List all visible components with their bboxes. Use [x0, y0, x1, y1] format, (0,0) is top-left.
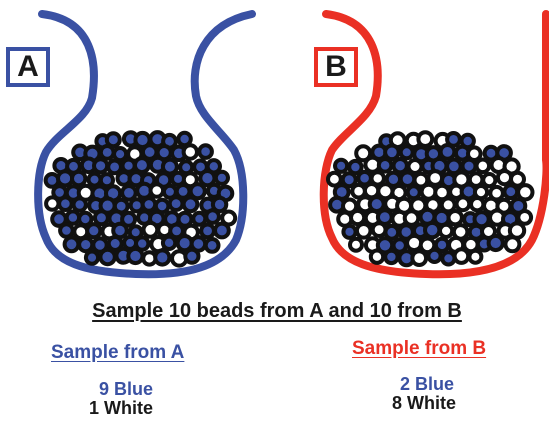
container-a-blue-bead	[185, 250, 198, 263]
container-a-blue-bead	[155, 250, 169, 264]
beads-container-b	[328, 132, 533, 265]
container-b-white-bead	[449, 211, 462, 224]
container-b-white-bead	[469, 251, 481, 263]
container-a-blue-bead	[65, 237, 79, 251]
container-a-blue-bead	[170, 197, 183, 210]
container-b-blue-bead	[463, 160, 476, 173]
container-a-blue-bead	[87, 224, 100, 237]
container-a-blue-bead	[215, 224, 229, 238]
container-a-blue-bead	[206, 210, 219, 223]
instruction-caption: Sample 10 beads from A and 10 from B	[8, 300, 546, 323]
container-a-blue-bead	[60, 224, 73, 237]
container-a-white-bead	[184, 145, 197, 158]
container-b-white-bead	[505, 237, 519, 251]
sample-b-blue-count: 2 Blue	[400, 374, 454, 395]
container-b-white-bead	[373, 223, 386, 236]
container-b-blue-bead	[428, 250, 440, 262]
sample-a-blue-count: 9 Blue	[99, 379, 153, 400]
container-b-blue-bead	[442, 252, 454, 264]
container-a-blue-bead	[206, 239, 219, 252]
container-b-white-bead	[457, 197, 470, 210]
container-a-blue-bead	[123, 160, 135, 172]
container-a-blue-bead	[95, 211, 108, 224]
beads-container-a	[46, 132, 236, 266]
container-b-blue-bead	[441, 145, 455, 159]
container-a-blue-bead	[101, 146, 114, 159]
container-a-white-bead	[151, 184, 164, 197]
container-a-blue-bead	[143, 198, 156, 211]
container-a-blue-bead	[72, 172, 85, 185]
container-b-blue-bead	[385, 251, 397, 263]
container-b-white-bead	[412, 251, 426, 265]
container-a-blue-bead	[79, 238, 92, 251]
container-b-white-bead	[405, 211, 419, 225]
container-b-white-bead	[357, 224, 371, 238]
container-b-white-bead	[428, 171, 442, 185]
container-b-blue-bead	[401, 172, 415, 186]
container-b-white-bead	[350, 239, 362, 251]
container-b-white-bead	[518, 211, 531, 224]
container-a-blue-bead	[135, 158, 149, 172]
container-b-white-bead	[351, 211, 364, 224]
container-a-label: A	[6, 47, 50, 87]
container-a-blue-bead	[86, 252, 98, 264]
container-b-blue-bead	[489, 236, 503, 250]
container-b-white-bead	[455, 249, 469, 263]
container-b-white-bead	[471, 198, 483, 210]
container-b-blue-bead	[335, 160, 347, 172]
container-a-blue-bead	[216, 172, 228, 184]
container-b-white-bead	[440, 225, 452, 237]
container-a-blue-bead	[89, 174, 101, 186]
container-b-blue-bead	[394, 159, 407, 172]
container-a-blue-bead	[193, 213, 205, 225]
sample-b-title: Sample from B	[352, 338, 486, 360]
container-a-blue-bead	[59, 197, 72, 210]
sample-b-white-count: 8 White	[392, 393, 456, 414]
container-a-blue-bead	[178, 133, 190, 145]
container-b-white-bead	[371, 251, 383, 263]
container-a-blue-bead	[122, 186, 136, 200]
container-b-white-bead	[418, 132, 432, 146]
container-a-blue-bead	[94, 159, 107, 172]
container-a-blue-bead	[201, 225, 214, 238]
container-a-blue-bead	[128, 249, 142, 263]
container-a-blue-bead	[163, 237, 175, 249]
container-a-white-bead	[46, 197, 58, 209]
container-b-white-bead	[477, 160, 490, 173]
sample-a-white-count: 1 White	[89, 398, 153, 419]
container-b-white-bead	[498, 171, 511, 184]
container-a-blue-bead	[100, 250, 114, 264]
container-b-blue-bead	[385, 146, 399, 160]
sample-a-title: Sample from A	[51, 342, 184, 364]
container-b-blue-bead	[401, 146, 413, 158]
container-a-white-bead	[144, 223, 158, 237]
container-a-blue-bead	[101, 174, 113, 186]
container-b-blue-bead	[425, 223, 439, 237]
container-a-blue-bead	[74, 198, 86, 210]
container-a-blue-bead	[199, 145, 212, 158]
container-b-blue-bead	[379, 159, 392, 172]
container-b-blue-bead	[504, 185, 517, 198]
container-b-white-bead	[483, 174, 495, 186]
container-b-label: B	[314, 47, 358, 87]
container-a-blue-bead	[184, 197, 198, 211]
container-a-blue-bead	[108, 161, 121, 174]
container-b-blue-bead	[343, 226, 355, 238]
container-a-blue-bead	[114, 148, 126, 160]
